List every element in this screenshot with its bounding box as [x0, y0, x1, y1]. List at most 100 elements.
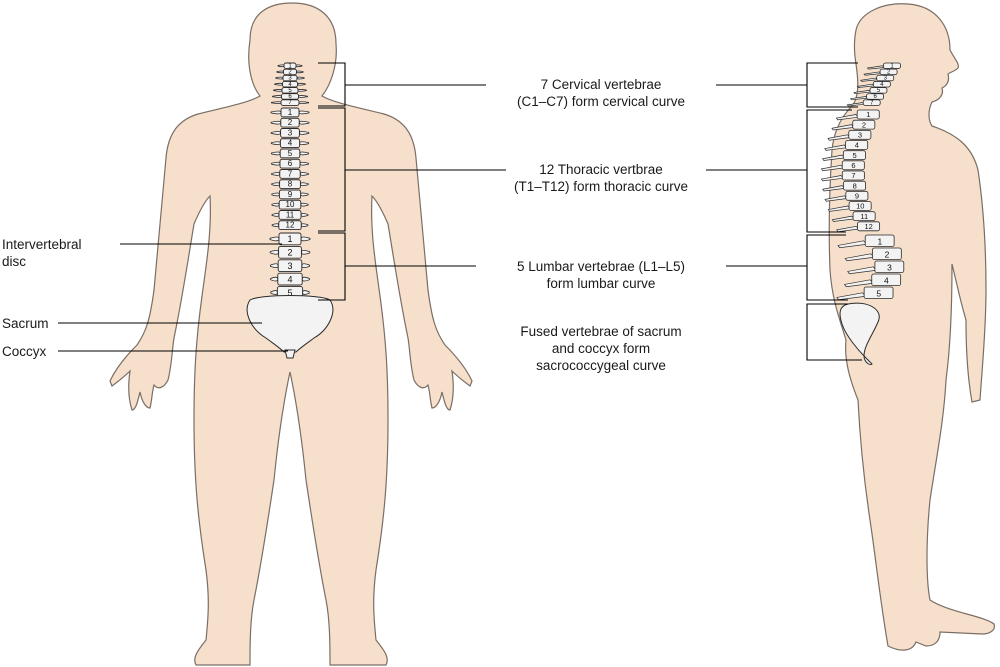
posterior-cervical-vertebra-2-left-process	[276, 70, 284, 74]
lateral-thoracic-vertebra-9-body	[845, 190, 869, 201]
lateral-body-silhouette	[828, 3, 995, 651]
lateral-thoracic-vertebra-3: 3	[827, 129, 872, 141]
posterior-lumbar-vertebra-1: 1	[269, 232, 311, 246]
label-cervical: 7 Cervical vertebrae (C1–C7) form cervic…	[470, 76, 732, 110]
posterior-thoracic-vertebra-8: 8	[271, 179, 309, 190]
lateral-thoracic-vertebra-6-body	[841, 160, 865, 171]
posterior-thoracic-vertebra-2-body	[280, 117, 300, 128]
posterior-lumbar-vertebra-2-number: 2	[287, 248, 292, 258]
lateral-cervical-vertebra-7: 7	[846, 99, 881, 107]
lateral-lumbar-vertebra-5-number: 5	[876, 288, 881, 298]
lateral-lumbar-vertebra-2-body	[872, 247, 902, 261]
posterior-cervical-vertebra-7-number: 7	[288, 100, 292, 106]
posterior-thoracic-vertebra-11-number: 11	[286, 210, 295, 219]
label-lumbar: 5 Lumbar vertebrae (L1–L5) form lumbar c…	[468, 258, 734, 292]
lateral-thoracic-vertebra-12-body	[857, 221, 881, 232]
label-intervertebral-disc: Intervertebral disc	[2, 236, 82, 270]
posterior-thoracic-vertebra-12-number: 12	[286, 221, 295, 230]
posterior-thoracic-vertebra-10: 10	[271, 199, 309, 210]
posterior-lumbar-vertebra-4: 4	[270, 272, 310, 286]
lateral-thoracic-vertebra-11-body	[852, 211, 876, 222]
lateral-lumbar-vertebra-1-number: 1	[877, 236, 882, 246]
posterior-thoracic-vertebra-8-body	[279, 179, 301, 190]
posterior-lumbar-vertebra-3-right-process	[301, 263, 310, 269]
lateral-thoracic-vertebra-6-number: 6	[851, 161, 855, 170]
posterior-thoracic-vertebra-4-number: 4	[288, 139, 293, 148]
posterior-thoracic-vertebra-6-left-process	[271, 161, 281, 166]
posterior-cervical-vertebra-5-left-process	[273, 89, 283, 92]
lateral-thoracic-vertebra-1-body	[856, 109, 880, 120]
posterior-cervical-vertebra-3-number: 3	[288, 76, 292, 82]
bracket-sacral-lateral	[806, 303, 862, 361]
posterior-lumbar-vertebra-1-body	[278, 232, 302, 246]
posterior-lumbar-vertebra-3: 3	[270, 259, 310, 273]
posterior-thoracic-vertebra-4-right-process	[299, 141, 310, 146]
label-intervertebral-line2: disc	[2, 254, 27, 269]
posterior-thoracic-vertebra-9-number: 9	[288, 190, 293, 199]
lateral-thoracic-vertebra-7-number: 7	[851, 171, 855, 180]
lateral-cervical-vertebra-4: 4	[856, 81, 891, 88]
label-lumbar-line1: 5 Lumbar vertebrae (L1–L5)	[516, 259, 686, 274]
posterior-thoracic-vertebra-3-number: 3	[288, 128, 293, 137]
label-sacral: Fused vertebrae of sacrum and coccyx for…	[468, 323, 734, 374]
label-intervertebral-line1: Intervertebral	[2, 237, 82, 252]
posterior-thoracic-vertebra-2-left-process	[270, 120, 282, 125]
posterior-thoracic-vertebra-1: 1	[270, 107, 310, 118]
posterior-thoracic-vertebra-2-right-process	[298, 120, 310, 125]
label-sacral-line2: and coccyx form	[551, 341, 651, 356]
posterior-thoracic-vertebra-6-number: 6	[288, 159, 293, 168]
posterior-lumbar-vertebra-5-number: 5	[287, 288, 292, 298]
posterior-lumbar-vertebra-4-body	[277, 272, 303, 286]
lateral-lumbar-vertebra-1-body	[864, 234, 895, 248]
label-sacrum: Sacrum	[2, 316, 49, 331]
annotation-lines	[58, 62, 862, 361]
posterior-lumbar-vertebra-2-right-process	[300, 249, 311, 255]
posterior-cervical-vertebra-4: 4	[274, 80, 306, 88]
posterior-thoracic-vertebra-6-right-process	[299, 161, 309, 166]
posterior-thoracic-vertebra-1-body	[280, 107, 300, 118]
lateral-thoracic-vertebra-1-number: 1	[866, 110, 870, 119]
posterior-cervical-vertebra-1-right-process	[295, 64, 303, 68]
bracket-thoracic-lateral	[806, 109, 852, 233]
posterior-thoracic-vertebra-11: 11	[271, 210, 309, 220]
posterior-cervical-vertebra-6-left-process	[272, 95, 282, 98]
posterior-thoracic-vertebra-10-number: 10	[286, 200, 295, 209]
lateral-thoracic-vertebra-2: 2	[831, 119, 876, 131]
lateral-sacrum-coccyx-bone	[839, 302, 880, 365]
lateral-thoracic-vertebra-8: 8	[822, 180, 866, 192]
posterior-thoracic-vertebra-5-number: 5	[288, 149, 293, 158]
lateral-thoracic-vertebra-10-body	[848, 201, 872, 211]
lateral-thoracic-vertebra-5-number: 5	[852, 151, 856, 160]
posterior-lumbar-vertebra-1-right-process	[300, 236, 311, 242]
posterior-thoracic-vertebra-7: 7	[271, 169, 309, 179]
posterior-lumbar-vertebra-5-right-process	[302, 290, 310, 295]
lateral-lumbar-vertebra-2: 2	[844, 247, 902, 262]
lateral-thoracic-vertebra-3-number: 3	[858, 131, 862, 140]
posterior-cervical-vertebra-3-body	[282, 74, 298, 82]
posterior-thoracic-vertebra-10-right-process	[300, 202, 309, 207]
posterior-thoracic-vertebra-4: 4	[270, 138, 310, 149]
posterior-thoracic-vertebra-9-body	[278, 189, 302, 200]
posterior-thoracic-vertebra-5-right-process	[299, 151, 309, 156]
label-coccyx: Coccyx	[2, 344, 47, 359]
lateral-lumbar-vertebra-3-body	[874, 260, 905, 274]
posterior-thoracic-vertebra-12-left-process	[271, 223, 280, 228]
posterior-cervical-vertebra-7: 7	[271, 99, 309, 106]
posterior-lumbar-vertebra-3-left-process	[270, 263, 279, 269]
posterior-thoracic-vertebra-10-left-process	[271, 202, 280, 207]
posterior-coccyx-bone	[284, 349, 296, 359]
lateral-cervical-vertebra-6-body	[866, 93, 884, 100]
posterior-thoracic-vertebra-1-right-process	[298, 110, 310, 115]
posterior-thoracic-vertebra-12: 12	[271, 220, 309, 231]
posterior-cervical-vertebra-4-body	[282, 80, 298, 88]
posterior-thoracic-vertebra-6-body	[279, 158, 301, 169]
posterior-lumbar-vertebra-4-left-process	[270, 276, 279, 282]
lateral-thoracic-vertebra-3-body	[848, 129, 872, 140]
posterior-thoracic-vertebra-9-left-process	[271, 192, 280, 197]
label-cervical-line1: 7 Cervical vertebrae	[540, 77, 662, 92]
lateral-cervical-vertebra-2-number: 2	[887, 70, 891, 76]
posterior-cervical-vertebra-3-left-process	[275, 76, 284, 80]
bracket-cervical-lateral	[806, 62, 858, 108]
